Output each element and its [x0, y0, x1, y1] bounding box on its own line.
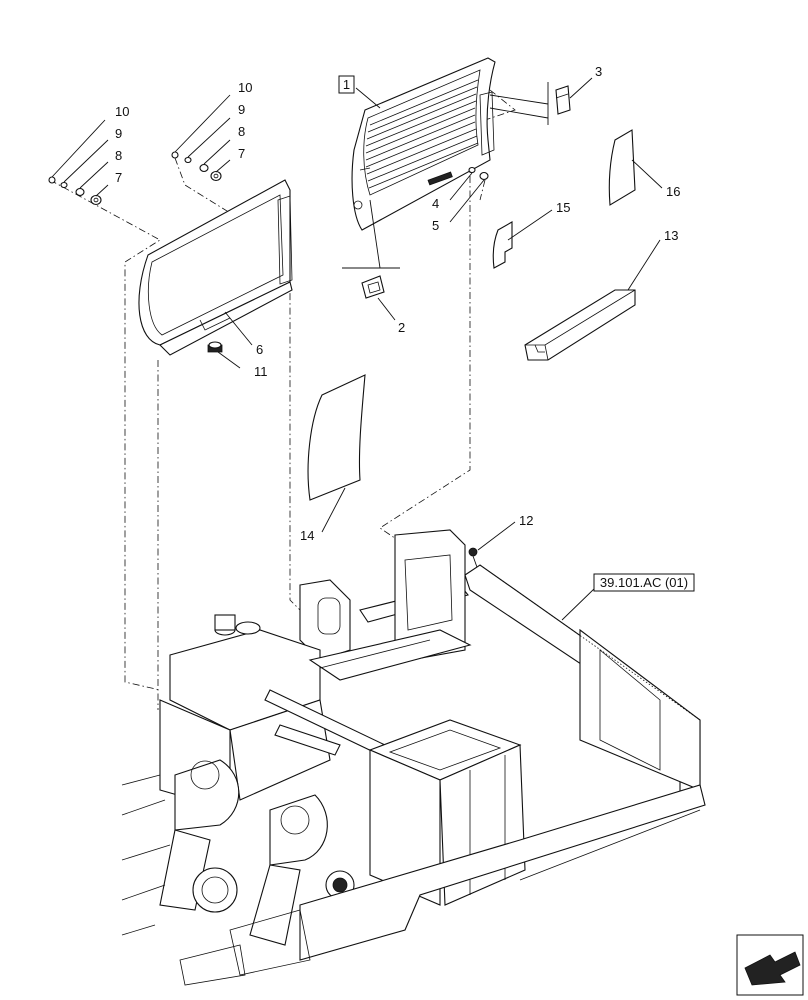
hardware-stack-left — [48, 176, 102, 206]
callout-2: 2 — [398, 320, 405, 335]
part-6-side-panel — [138, 179, 293, 356]
callout-10-left: 10 — [115, 104, 129, 119]
callout-11: 11 — [254, 364, 268, 379]
callout-1: 1 — [343, 77, 350, 92]
callout-3: 3 — [595, 64, 602, 79]
orientation-arrow-icon — [736, 934, 804, 996]
reference-box — [593, 573, 695, 592]
callout-8-left: 8 — [115, 148, 122, 163]
callout-15: 15 — [556, 200, 570, 215]
reference-label: 39.101.AC (01) — [600, 575, 688, 590]
callout-4: 4 — [432, 196, 439, 211]
callout-7-right: 7 — [238, 146, 245, 161]
callout-7-left: 7 — [115, 170, 122, 185]
callout-6: 6 — [256, 342, 263, 357]
callout-14: 14 — [300, 528, 314, 543]
callout-13: 13 — [664, 228, 678, 243]
part-2-latch — [361, 275, 385, 299]
part-16-seal — [608, 129, 636, 206]
callout-10-right: 10 — [238, 80, 252, 95]
callout-8-right: 8 — [238, 124, 245, 139]
part-15-seal — [492, 221, 513, 269]
grille-slats — [365, 79, 479, 189]
hardware-stack-right — [171, 151, 222, 182]
bolt-4-5 — [468, 166, 489, 181]
callout-9-right: 9 — [238, 102, 245, 117]
callout-5: 5 — [432, 218, 439, 233]
part-13-foam-strip — [524, 289, 636, 361]
part-14-insulation-panel — [307, 374, 366, 501]
callout-1-box — [338, 75, 355, 94]
part-3-bracket — [555, 85, 571, 115]
callout-12: 12 — [519, 513, 533, 528]
part-1-grille-panel — [351, 57, 496, 231]
machine-frame — [121, 529, 706, 986]
leader-lines — [51, 77, 663, 621]
bolt-11 — [207, 341, 223, 353]
callout-labels: 1 10 9 8 7 10 9 8 7 3 4 5 16 15 13 2 6 1… — [115, 64, 695, 592]
callout-9-left: 9 — [115, 126, 122, 141]
callout-16: 16 — [666, 184, 680, 199]
